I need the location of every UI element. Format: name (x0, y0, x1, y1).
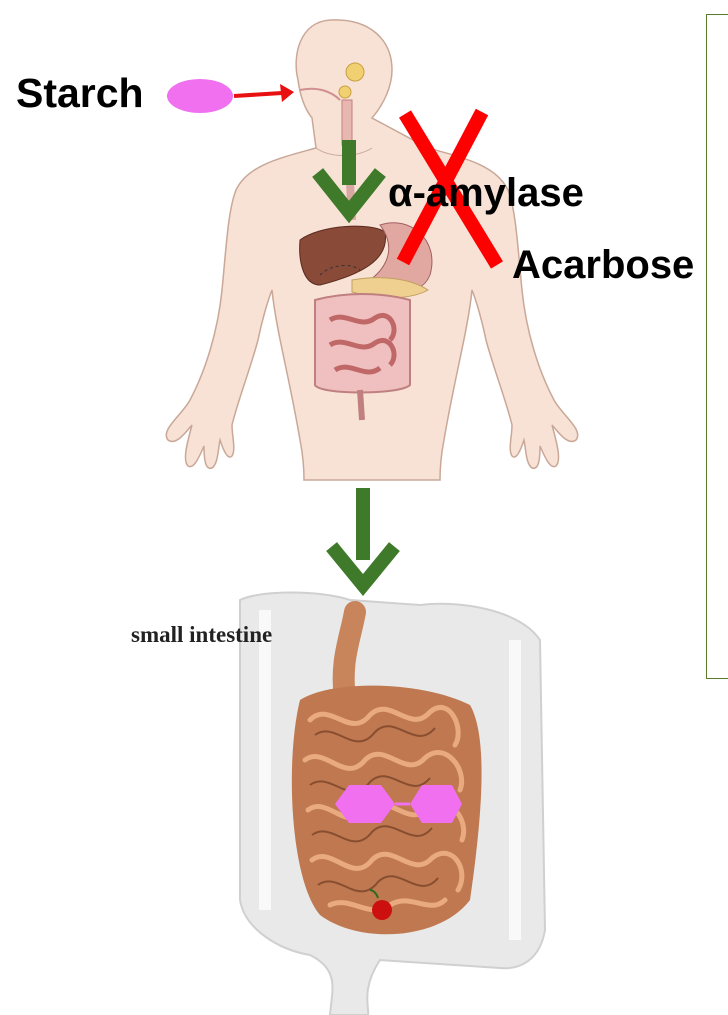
red-arrow (234, 84, 294, 102)
info-box-border (706, 14, 728, 679)
alpha-amylase-label: α-amylase (388, 171, 584, 216)
small-intestine-label: small intestine (131, 622, 272, 648)
green-arrow-to-intestine (336, 488, 390, 585)
starch-molecule-icon (167, 79, 233, 113)
starch-label: Starch (16, 70, 144, 117)
acarbose-label: Acarbose (512, 243, 694, 288)
